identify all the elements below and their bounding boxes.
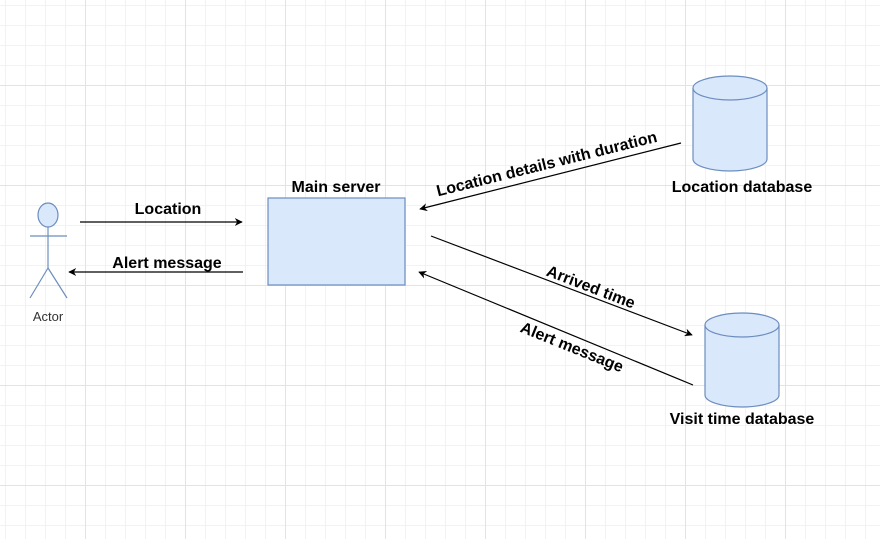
- edge-alert-server-label: Alert message: [518, 319, 626, 376]
- main-server-label: Main server: [292, 179, 381, 196]
- main-server-box[interactable]: [267, 197, 406, 286]
- location-database-cylinder[interactable]: [692, 75, 768, 172]
- edge-arrived-time-label: Arrived time: [544, 263, 637, 312]
- visit-time-database-label: Visit time database: [670, 411, 815, 428]
- actor-label: Actor: [33, 309, 64, 324]
- edge-location-details-arrow[interactable]: [419, 142, 682, 212]
- edge-location-label: Location: [135, 201, 202, 218]
- visit-time-database-cylinder[interactable]: [704, 312, 780, 408]
- location-database-label: Location database: [672, 179, 813, 196]
- edge-alert-actor-label: Alert message: [112, 255, 221, 272]
- actor-figure[interactable]: [29, 202, 68, 299]
- edge-arrived-time-arrow[interactable]: [430, 235, 693, 337]
- edge-location-details-label: Location details with duration: [435, 129, 659, 200]
- edge-alert-server-arrow[interactable]: [418, 271, 694, 386]
